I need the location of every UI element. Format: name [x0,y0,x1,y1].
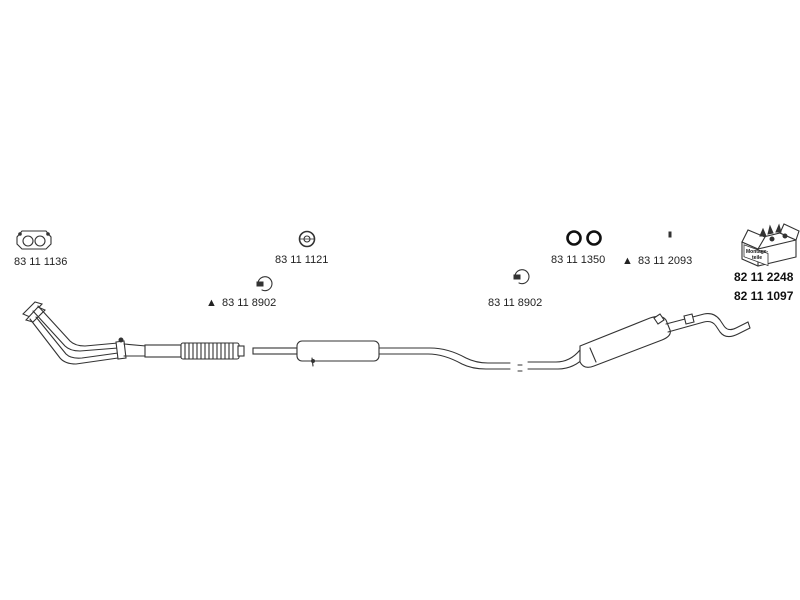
kit-number-1: 82 11 2248 [734,270,794,284]
pipe-clamp-icon [513,269,530,285]
kit-box-text-line1: Montage- [746,249,769,255]
part-number-rubber-rings: 83 11 1350 [551,254,605,266]
kit-box-text-line2: teile [752,255,762,261]
rear-silencer [517,313,751,372]
hanger-icon [668,231,672,238]
part-number-gasket: 83 11 1136 [14,256,67,268]
flange-gasket-icon [16,230,52,250]
part-number-clamp-left: 83 11 8902 [222,297,276,309]
rubber-rings-icon [566,230,602,246]
part-number-clamp-right: 83 11 8902 [488,297,542,309]
clamp-left-marker: ▲ [206,297,217,309]
hanger-marker: ▲ [622,255,633,267]
part-number-hanger: 83 11 2093 [638,255,692,267]
middle-silencer [252,340,511,370]
pipe-clamp-icon [256,276,273,292]
flex-pipe [144,342,245,360]
mounting-kit-box-icon [741,223,800,267]
kit-number-2: 82 11 1097 [734,289,794,303]
front-pipe [22,301,147,365]
ring-gasket-icon [298,230,316,248]
part-number-ring-gasket: 83 11 1121 [275,254,328,266]
